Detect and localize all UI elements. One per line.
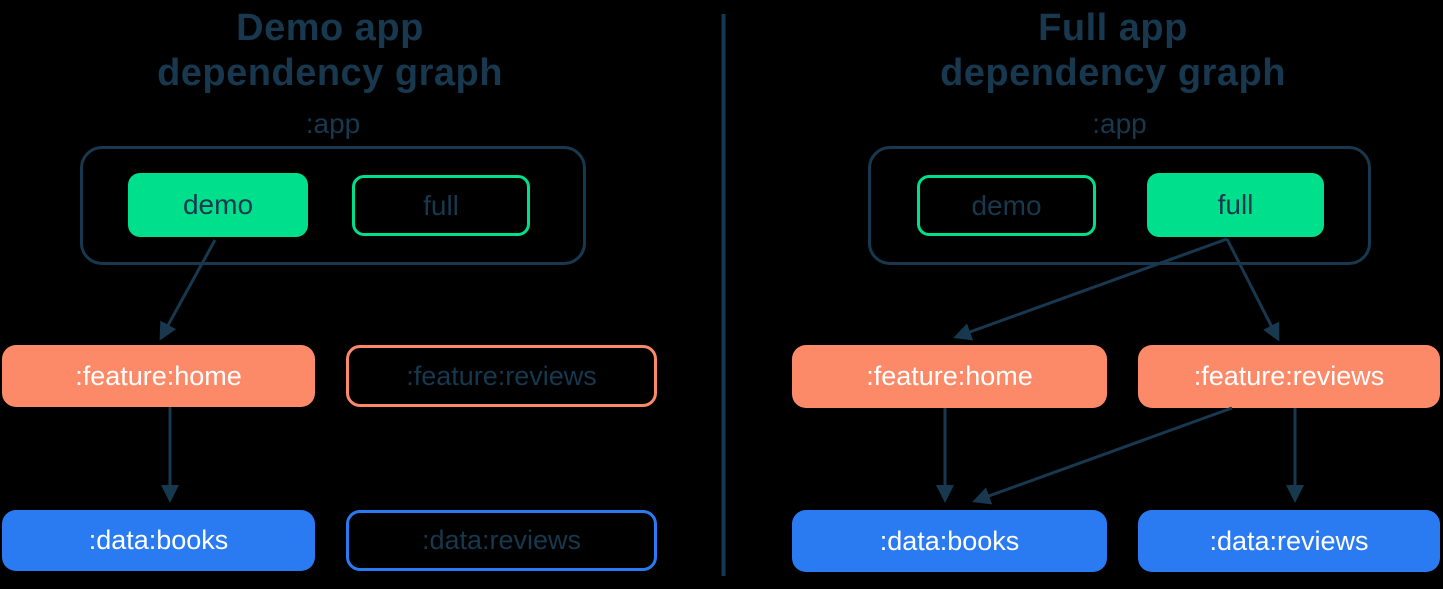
- left-variant-demo-label: demo: [182, 189, 254, 220]
- right-variant-demo-label: demo: [971, 189, 1042, 221]
- left-panel-title: Demo app dependency graph: [157, 7, 503, 94]
- right-variant-full-label: full: [1217, 189, 1254, 220]
- left-feature-reviews-label: :feature:reviews: [406, 360, 597, 391]
- right-module-feature-reviews: :feature:reviews: [1138, 345, 1440, 408]
- left-variant-chip-demo: demo: [128, 173, 308, 237]
- edge-right-feature-reviews-to-data-books: [972, 406, 1233, 505]
- right-variant-chip-demo: demo: [917, 175, 1096, 236]
- left-data-books-label: :data:books: [88, 525, 229, 555]
- left-variant-full-label: full: [423, 189, 459, 221]
- right-app-module-label: :app: [1092, 108, 1147, 139]
- left-module-feature-reviews: :feature:reviews: [346, 345, 657, 407]
- right-data-reviews-label: :data:reviews: [1209, 525, 1369, 556]
- left-app-module-label: :app: [305, 108, 361, 139]
- left-data-reviews-label: :data:reviews: [421, 525, 582, 555]
- right-module-data-books: :data:books: [792, 510, 1107, 572]
- right-feature-home-label: :feature:home: [866, 361, 1033, 391]
- left-variant-chip-full: full: [352, 175, 530, 236]
- right-feature-reviews-label: :feature:reviews: [1193, 361, 1385, 391]
- left-module-data-books: :data:books: [2, 510, 315, 571]
- left-feature-home-label: :feature:home: [75, 360, 242, 391]
- right-data-books-label: :data:books: [879, 525, 1020, 556]
- left-app-container: [80, 146, 586, 265]
- right-module-data-reviews: :data:reviews: [1138, 510, 1440, 572]
- left-module-feature-home: :feature:home: [2, 345, 315, 407]
- right-variant-chip-full: full: [1147, 173, 1324, 237]
- right-module-feature-home: :feature:home: [792, 345, 1107, 408]
- left-module-data-reviews: :data:reviews: [346, 510, 657, 571]
- right-panel-title: Full app dependency graph: [940, 7, 1286, 94]
